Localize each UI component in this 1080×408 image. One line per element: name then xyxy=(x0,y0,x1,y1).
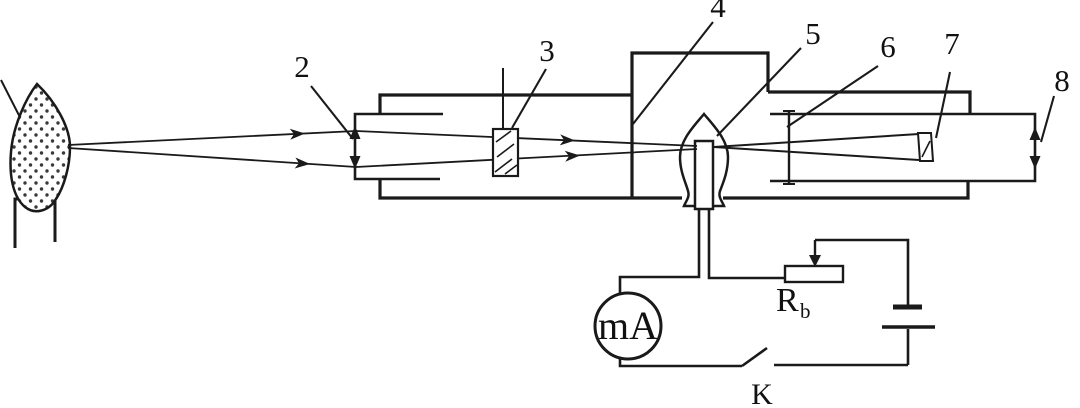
label-lens: 2 xyxy=(294,49,310,84)
left-tube-bottom xyxy=(378,179,682,200)
window-caps xyxy=(783,110,795,185)
left-tube-top xyxy=(378,93,632,114)
milliammeter xyxy=(593,291,663,361)
cone-side-upper xyxy=(713,133,920,148)
label-exit: 8 xyxy=(1054,63,1070,98)
entrance-window xyxy=(783,110,795,185)
measurement-circuit: mA K R b xyxy=(593,209,935,408)
label-window: 6 xyxy=(880,29,896,64)
label-receiver: 5 xyxy=(805,16,821,51)
arrow-up-icon xyxy=(1029,127,1041,140)
light-rays xyxy=(67,128,698,169)
rheostat-wiper-arrow-icon xyxy=(809,255,821,267)
lens-aperture-arrow xyxy=(349,126,361,169)
wire-receiver-to-meter xyxy=(618,209,701,294)
rheostat-label: R xyxy=(776,282,799,319)
ray-arrow-icon xyxy=(559,134,575,146)
wire-meter-to-switch xyxy=(618,357,742,368)
leader-4 xyxy=(632,21,714,125)
ray-arrow-icon xyxy=(289,128,305,140)
label-cone: 7 xyxy=(944,26,960,61)
filter-body xyxy=(491,127,520,178)
part-labels: 2 3 4 5 6 7 8 xyxy=(294,0,1070,98)
arrow-down-icon xyxy=(349,156,361,169)
leader-6 xyxy=(786,65,879,128)
ray-arrow-icon xyxy=(294,157,310,169)
ray-arrowheads xyxy=(289,128,580,169)
right-drawtube xyxy=(770,112,1037,183)
ray-arrow-icon xyxy=(564,150,580,162)
milliammeter-label: mA xyxy=(598,303,658,348)
arrow-down-icon xyxy=(1029,156,1041,169)
wire-rheostat-to-battery xyxy=(815,238,910,307)
label-filter: 3 xyxy=(539,33,555,68)
central-box xyxy=(630,51,770,198)
receiver-slot xyxy=(693,139,715,211)
wire-receiver-to-rheostat xyxy=(707,209,785,280)
leader-lines xyxy=(310,21,1056,143)
radiation-source xyxy=(0,79,72,248)
leader-5 xyxy=(716,47,802,137)
label-housing: 4 xyxy=(710,0,726,24)
switch-lever xyxy=(741,346,768,368)
switch-label: K xyxy=(751,378,773,408)
ray-lower xyxy=(67,147,698,168)
leader-3 xyxy=(511,68,547,129)
cone-base-hatch xyxy=(921,140,931,158)
left-drawtube xyxy=(353,112,443,181)
filter-hatching xyxy=(494,130,518,175)
leader-8 xyxy=(1039,95,1056,143)
cone-receiver xyxy=(713,132,935,162)
right-tube-top xyxy=(768,90,972,114)
arrow-up-icon xyxy=(349,126,361,139)
cone-side-lower xyxy=(713,146,920,161)
optical-housing xyxy=(353,51,1037,200)
rheostat-label-subscript: b xyxy=(800,299,811,323)
flame-source xyxy=(9,82,72,213)
exit-aperture-arrow xyxy=(1029,127,1041,169)
leader-2 xyxy=(310,85,354,140)
leader-7 xyxy=(934,71,952,139)
right-tube-bottom xyxy=(723,181,970,200)
cone-base xyxy=(916,132,935,162)
ray-upper xyxy=(67,130,698,147)
filter-cell xyxy=(491,68,520,178)
rheostat-body xyxy=(783,264,845,284)
receiver-element xyxy=(678,112,730,211)
